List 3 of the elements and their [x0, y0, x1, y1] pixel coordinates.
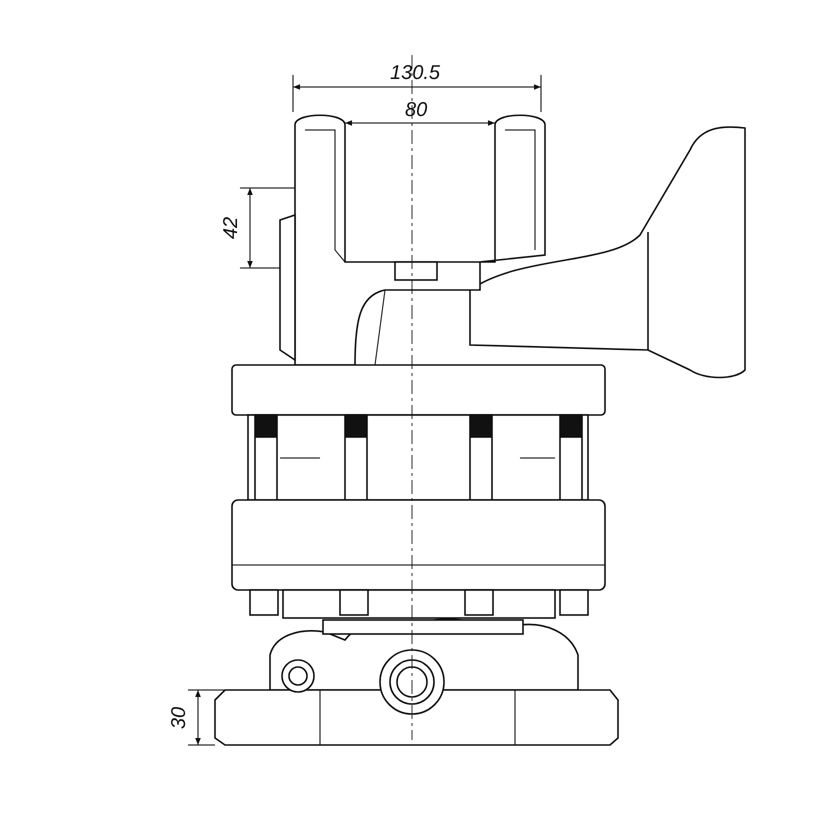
dimension-label: 42: [220, 216, 242, 240]
dimension-label: 30: [168, 706, 190, 730]
dimension-label: 130.5: [390, 62, 440, 84]
